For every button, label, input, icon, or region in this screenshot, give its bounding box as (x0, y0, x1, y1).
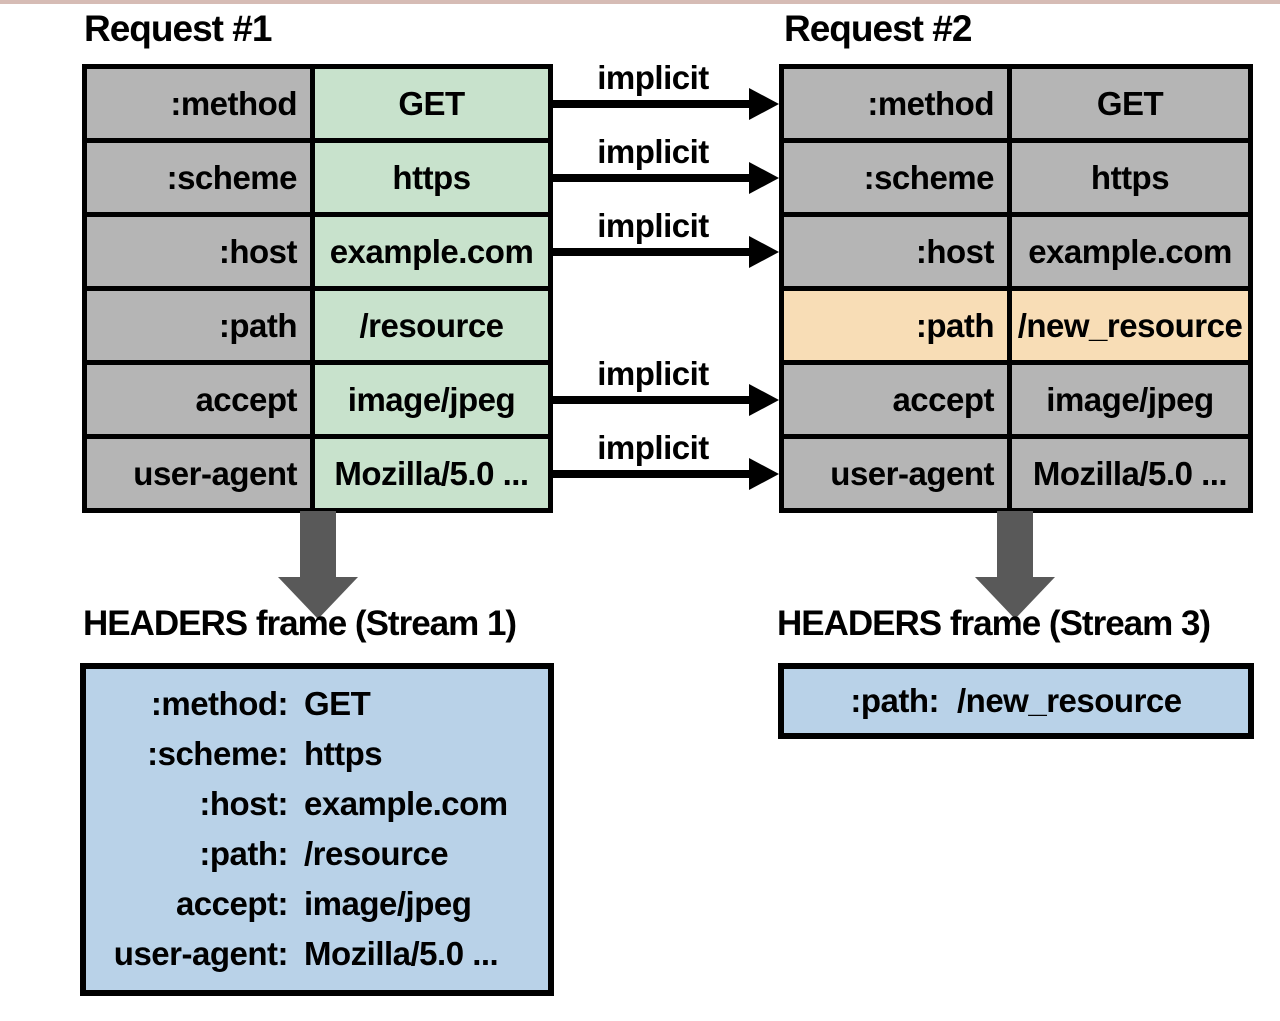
header-name-cell: :scheme (87, 143, 310, 212)
header-name-cell: accept (87, 365, 310, 434)
header-value-cell: image/jpeg (1012, 365, 1248, 434)
header-value-cell: /resource (315, 291, 548, 360)
page-top-border (0, 0, 1280, 4)
header-value-cell: GET (315, 69, 548, 138)
frame-entry-value: image/jpeg (304, 885, 472, 922)
header-name-cell: :host (784, 217, 1007, 286)
header-name-cell: user-agent (87, 439, 310, 508)
header-value-cell: example.com (315, 217, 548, 286)
frame2-entries: :path: /new_resource (784, 669, 1248, 733)
implicit-label: implicit (597, 58, 709, 96)
frame-entry-value: https (304, 735, 383, 772)
frame-entry-name: :host: (199, 785, 288, 822)
header-value-cell: Mozilla/5.0 ... (1012, 439, 1248, 508)
request2-title: Request #2 (784, 8, 972, 49)
header-name-cell: accept (784, 365, 1007, 434)
frame-entry-name: accept: (175, 885, 289, 922)
frame2-title: HEADERS frame (Stream 3) (777, 604, 1211, 643)
header-name-cell: user-agent (784, 439, 1007, 508)
header-value-cell: https (1012, 143, 1248, 212)
header-name-cell: :method (784, 69, 1007, 138)
header-name-cell: :method (87, 69, 310, 138)
header-value-cell: GET (1012, 69, 1248, 138)
frame-entry-value: example.com (304, 785, 508, 822)
frame1-entries: :method: GET :scheme: https :host: example.co… (86, 669, 548, 989)
header-name-cell: :host (87, 217, 310, 286)
implicit-label: implicit (597, 354, 709, 392)
implicit-label: implicit (597, 428, 709, 466)
header-value-cell: https (315, 143, 548, 212)
request1-title: Request #1 (84, 8, 272, 49)
header-value-cell: image/jpeg (315, 365, 548, 434)
frame1-box: :method: GET :scheme: https :host: example.co… (80, 663, 554, 996)
header-value-cell: Mozilla/5.0 ... (315, 439, 548, 508)
header-value-cell: /new_resource (1012, 291, 1248, 360)
frame-entry-value: Mozilla/5.0 ... (304, 935, 499, 972)
frame-entry-value: /new_resource (957, 682, 1182, 719)
implicit-label: implicit (597, 132, 709, 170)
header-name-cell: :scheme (784, 143, 1007, 212)
header-name-cell: :path (784, 291, 1007, 360)
frame2-box: :path: /new_resource (778, 663, 1254, 739)
header-value-cell: example.com (1012, 217, 1248, 286)
frame-entry-value: /resource (304, 835, 449, 872)
frame1-title: HEADERS frame (Stream 1) (83, 604, 517, 643)
header-name-cell: :path (87, 291, 310, 360)
frame-entry-value: GET (304, 685, 371, 722)
frame-entry-name: :method: (150, 685, 289, 722)
frame-entry-name: :path: (850, 682, 939, 719)
frame-entry-name: user-agent: (113, 935, 289, 972)
implicit-label: implicit (597, 206, 709, 244)
frame-entry-name: :scheme: (147, 735, 288, 772)
frame-entry-name: :path: (199, 835, 288, 872)
